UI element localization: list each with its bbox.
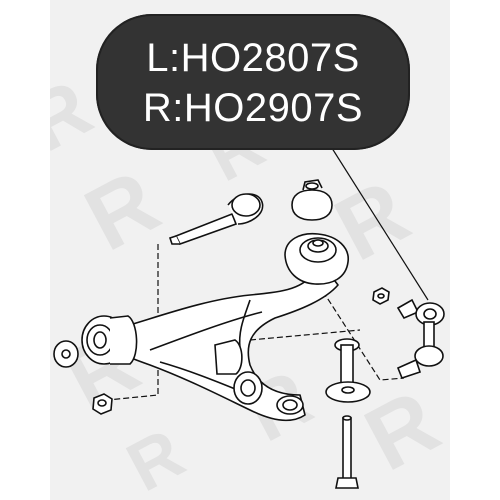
nut-icon — [291, 179, 333, 221]
leader-line-dashed — [107, 244, 159, 401]
stabilizer-link-icon — [396, 298, 445, 379]
leader-lines — [107, 144, 429, 401]
bushing-icon — [81, 315, 138, 365]
label-leader-line — [329, 144, 429, 301]
right-part-number: R:HO2907S — [142, 86, 364, 130]
left-part-number: L:HO2807S — [146, 36, 360, 80]
leader-line-dashed — [311, 295, 405, 381]
bolt-icon — [168, 193, 264, 245]
bolt-icon — [325, 338, 371, 403]
washer-icon — [53, 340, 79, 368]
leader-line-dashed — [249, 329, 361, 341]
nut-icon — [92, 393, 113, 415]
nut-icon — [372, 287, 390, 305]
bushing-icon — [214, 339, 263, 405]
part-number-callout: L:HO2807S R:HO2907S — [96, 14, 410, 150]
ball-joint-icon — [284, 232, 349, 285]
bolt-icon — [335, 415, 359, 489]
